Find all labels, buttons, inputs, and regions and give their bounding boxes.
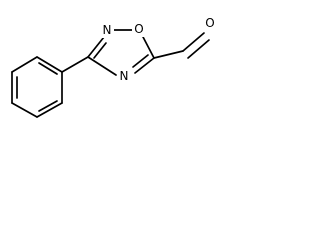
phenyl-bond-3 xyxy=(36,102,63,118)
chemical-structure: N O N O xyxy=(11,16,217,118)
ring-bond-n4-c3 xyxy=(87,56,117,76)
atom-labels: N O N O xyxy=(100,16,217,84)
phenyl-bond-6 xyxy=(11,56,38,73)
aldehyde-c-o-bond xyxy=(182,32,205,52)
atom-label-n-bottom: N xyxy=(120,69,129,83)
atom-label-n-top: N xyxy=(103,23,112,37)
aryl-link-bond xyxy=(61,56,89,73)
phenyl-bond-1 xyxy=(36,56,63,73)
phenyl-bond-4 xyxy=(11,102,38,118)
aldehyde-double-bond xyxy=(187,39,210,59)
atom-label-o-aldehyde: O xyxy=(205,16,214,30)
ring-bond-o1-c5 xyxy=(141,34,155,59)
phenyl-double-bond-2 xyxy=(38,100,58,112)
ring-double-bond-c3-n2 xyxy=(93,42,107,59)
ring-double-bond-c5-n4 xyxy=(132,54,149,68)
ring-bond-c5-n4 xyxy=(134,57,155,74)
aldehyde-c-c-bond xyxy=(153,50,184,59)
ring-bond-c3-n2 xyxy=(87,36,105,58)
atom-label-o-ring: O xyxy=(134,22,143,36)
bonds xyxy=(11,29,210,118)
phenyl-double-bond-1 xyxy=(38,62,58,75)
